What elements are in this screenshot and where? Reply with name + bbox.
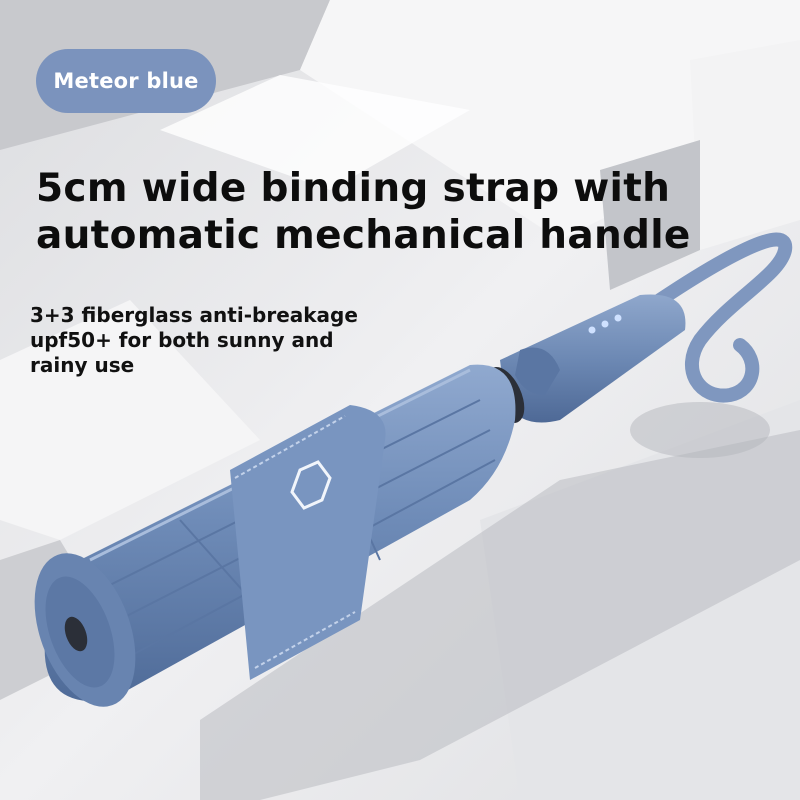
color-badge-label: Meteor blue [53, 69, 199, 93]
brand-logo-icon [290, 460, 332, 510]
binding-strap [230, 405, 386, 680]
strap-shadow [630, 402, 770, 458]
umbrella-shadow [200, 430, 800, 800]
headline-line-2: automatic mechanical handle [36, 213, 691, 258]
headline-line-1: 5cm wide binding strap with [36, 166, 671, 211]
feature-line: upf50+ for both sunny and [30, 328, 334, 352]
background-block [0, 300, 260, 540]
indicator-light [588, 326, 596, 334]
background-block [160, 75, 470, 190]
indicator-light [601, 320, 609, 328]
indicator-light [614, 314, 622, 322]
feature-list: 3+3 fiberglass anti-breakage upf50+ for … [30, 303, 358, 378]
headline: 5cm wide binding strap with automatic me… [36, 165, 691, 259]
feature-line: rainy use [30, 353, 135, 377]
background-block [600, 140, 700, 290]
color-badge: Meteor blue [36, 49, 216, 113]
background-block [690, 40, 800, 250]
feature-line: 3+3 fiberglass anti-breakage [30, 303, 358, 327]
hanging-strap [653, 232, 793, 403]
